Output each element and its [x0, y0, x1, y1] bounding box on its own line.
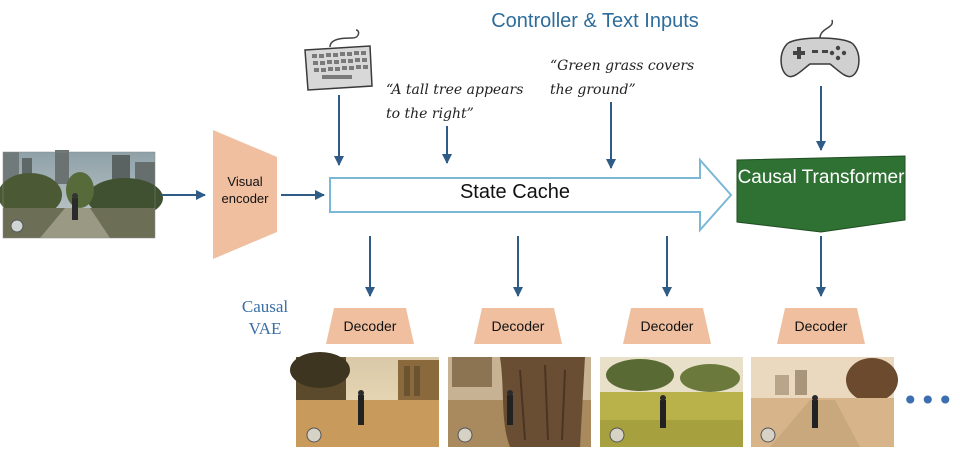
- causal-transformer-shape: [736, 155, 906, 233]
- decoder-shape-4: [777, 308, 865, 344]
- diagram-title: Controller & Text Inputs: [491, 10, 699, 32]
- decoder-label-1: Decoder: [343, 318, 397, 334]
- gamepad-icon: [780, 19, 860, 78]
- decoder-label-2: Decoder: [491, 318, 545, 334]
- decoder-shape-3: [623, 308, 711, 344]
- input-frame: [0, 150, 163, 239]
- output-frame-2: [448, 357, 591, 447]
- causal-vae-label: Causal VAE: [241, 297, 289, 338]
- output-frame-3: [600, 357, 743, 447]
- visual-encoder-label: Visual encoder: [221, 174, 269, 206]
- decoder-label-3: Decoder: [640, 318, 694, 334]
- decoder-label-4: Decoder: [794, 318, 848, 334]
- text-prompt-1: “A tall tree appears to the right”: [386, 82, 524, 122]
- state-cache-label: State Cache: [459, 181, 571, 203]
- output-frame-4: [751, 357, 898, 447]
- more-frames-ellipsis: •••: [902, 384, 955, 417]
- causal-transformer-label: Causal Transformer: [737, 167, 905, 188]
- decoder-shape-1: [326, 308, 414, 344]
- visual-encoder-shape: [213, 130, 277, 259]
- text-prompt-2: “Green grass covers the ground”: [550, 58, 695, 98]
- output-frame-1: [290, 352, 439, 447]
- keyboard-icon: [304, 29, 373, 91]
- decoder-shape-2: [474, 308, 562, 344]
- state-cache-arrow: [329, 157, 733, 233]
